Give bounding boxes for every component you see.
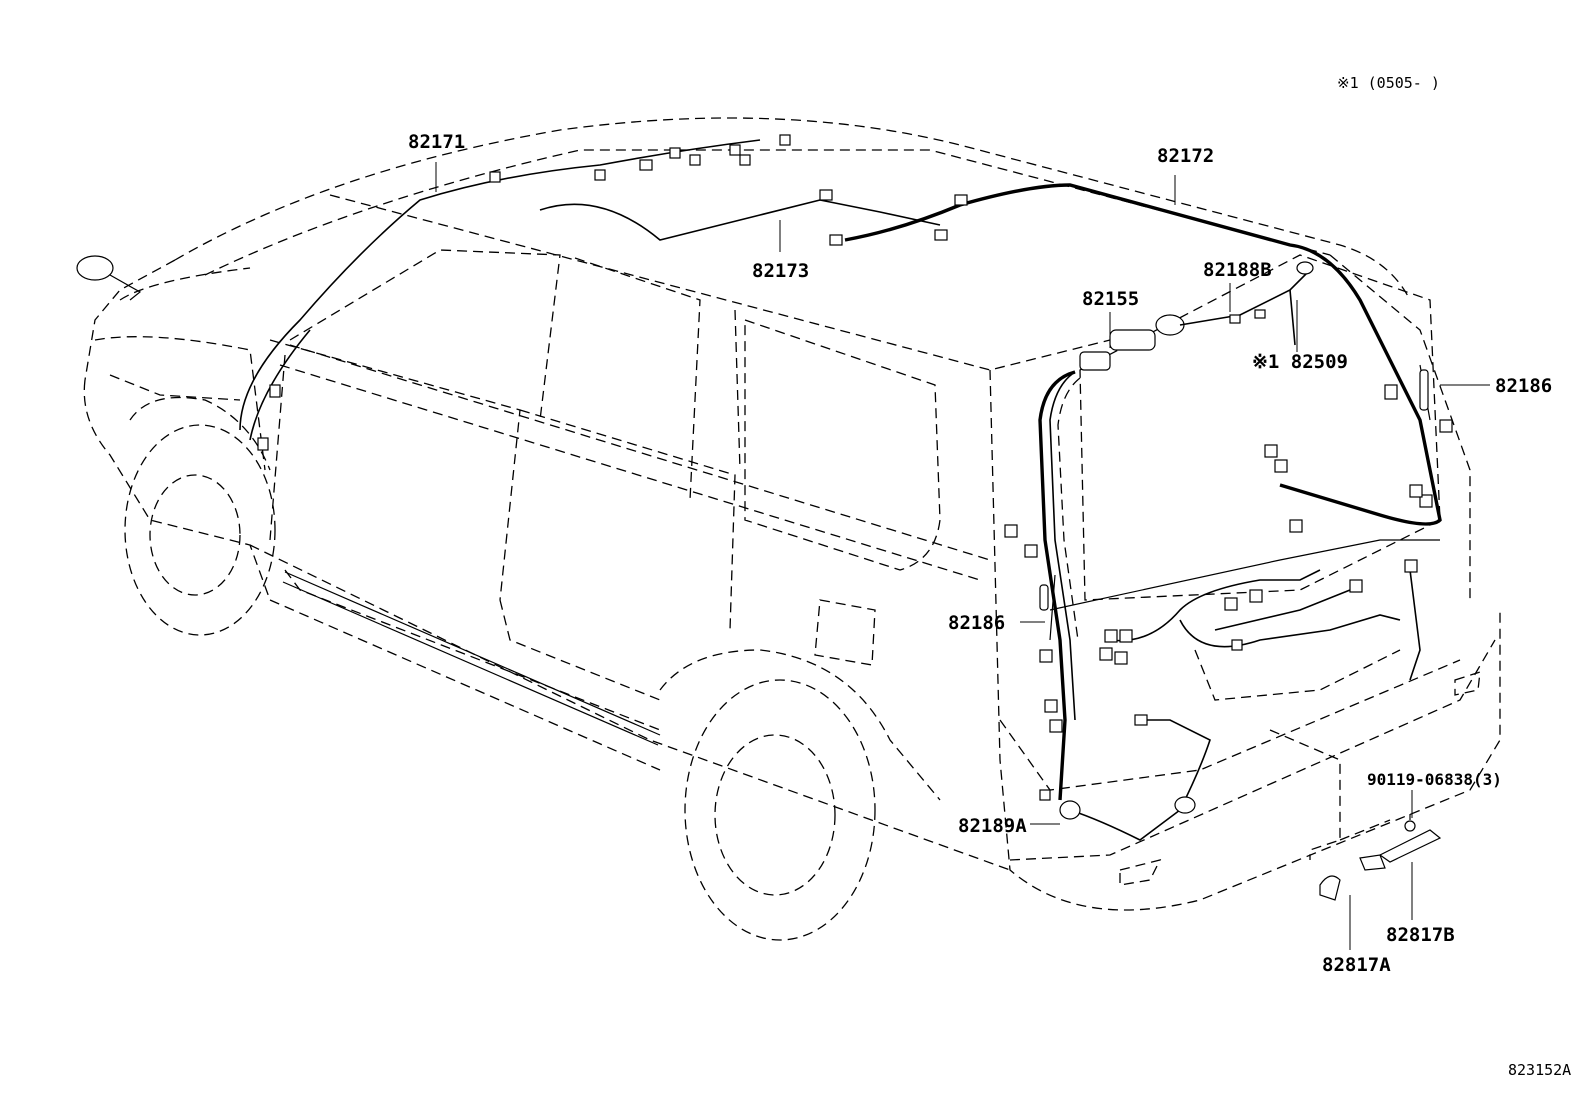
callout-82173: 82173: [752, 260, 810, 282]
callout-82817a: 82817A: [1322, 954, 1391, 976]
bumper-harness-82189a: [1039, 714, 1211, 841]
callout-82186-left: 82186: [948, 612, 1006, 634]
tailgate-inner-harness: [1099, 384, 1453, 681]
callout-82172: 82172: [1157, 145, 1215, 167]
vehicle-body-outline: [76, 117, 1501, 941]
sunroof-harness-82173: [539, 189, 948, 246]
illustration-id: 823152A: [1508, 1061, 1572, 1079]
callout-82189a: 82189A: [958, 815, 1027, 837]
callout-90119-06838: 90119-06838(3): [1367, 770, 1502, 789]
hatch-harness-82155: [1038, 261, 1314, 801]
applicability-note: ※1 (0505- ): [1337, 74, 1440, 92]
callout-82155: 82155: [1082, 288, 1140, 310]
left-pillar-harness-82186: [1004, 524, 1063, 733]
roof-harness-82172: [844, 183, 1442, 526]
callout-82188b: 82188B: [1203, 259, 1272, 281]
callout-82171: 82171: [408, 131, 466, 153]
bracket-assembly: [1269, 729, 1442, 901]
callout-82186-right: 82186: [1495, 375, 1553, 397]
roof-harness-82171: [239, 134, 791, 451]
callout-82817b: 82817B: [1386, 924, 1455, 946]
leader-lines: [435, 162, 1490, 950]
right-pillar-harness-82186: [1419, 364, 1431, 421]
callout-82509: ※1 82509: [1252, 351, 1348, 373]
